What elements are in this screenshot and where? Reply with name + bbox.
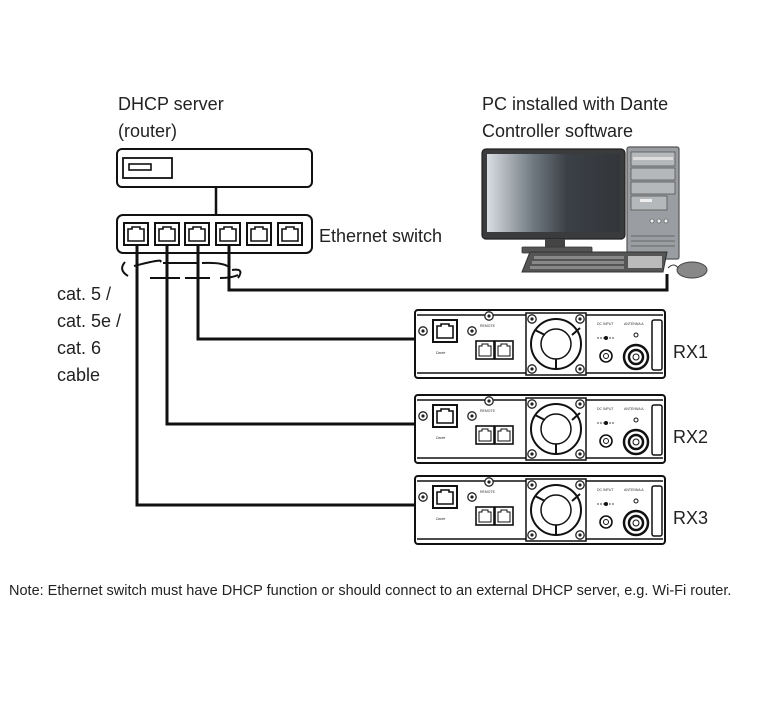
ethernet-switch [116, 214, 313, 254]
switch-port-1 [123, 222, 149, 246]
cable-label-line2: cat. 5e / [57, 311, 121, 331]
receiver-rx2: Dante REMOTE DC INPUT ANTENNA A [414, 394, 708, 464]
cable-rx1 [196, 245, 418, 341]
pc-label: PC installed with Dante [482, 94, 668, 114]
svg-text:REMOTE: REMOTE [480, 490, 496, 494]
switch-port-5 [246, 222, 272, 246]
cable-rx3 [135, 245, 418, 507]
rx-label: RX1 [673, 342, 708, 362]
svg-text:DC INPUT: DC INPUT [597, 407, 614, 411]
svg-text:Dante: Dante [436, 517, 445, 521]
cable-label-line1: cat. 5 / [57, 284, 111, 304]
cable-bundle-ties [121, 259, 242, 279]
svg-text:ANTENNA A: ANTENNA A [624, 322, 644, 326]
switch-port-6 [277, 222, 303, 246]
pc-mouse [676, 261, 708, 279]
switch-port-2 [154, 222, 180, 246]
svg-text:REMOTE: REMOTE [480, 324, 496, 328]
cable-label-line3: cat. 6 [57, 338, 101, 358]
switch-port-3 [184, 222, 210, 246]
dhcp-server-sublabel: (router) [118, 121, 177, 141]
cable-pc [227, 245, 669, 292]
svg-text:Dante: Dante [436, 351, 445, 355]
switch-port-4 [215, 222, 241, 246]
dhcp-server-label: DHCP server [118, 94, 224, 114]
svg-text:REMOTE: REMOTE [480, 409, 496, 413]
monitor-screen [487, 154, 620, 232]
dhcp-router [116, 148, 313, 188]
svg-text:DC INPUT: DC INPUT [597, 322, 614, 326]
cable-label-line4: cable [57, 365, 100, 385]
pc-sublabel: Controller software [482, 121, 633, 141]
receiver-rx1: Dante REMOTE DC INPUT ANTENNA A [414, 309, 708, 379]
cables [135, 245, 669, 507]
svg-text:ANTENNA A: ANTENNA A [624, 407, 644, 411]
ethernet-switch-label: Ethernet switch [319, 226, 442, 246]
footnote: Note: Ethernet switch must have DHCP fun… [9, 583, 732, 599]
receiver-rx3: Dante REMOTE DC INPUT ANTENNA A [414, 475, 708, 545]
svg-text:ANTENNA A: ANTENNA A [624, 488, 644, 492]
svg-text:DC INPUT: DC INPUT [597, 488, 614, 492]
rx-label: RX3 [673, 508, 708, 528]
rx-label: RX2 [673, 427, 708, 447]
cable-rx2 [165, 245, 418, 426]
svg-text:Dante: Dante [436, 436, 445, 440]
pc-computer [481, 146, 708, 279]
